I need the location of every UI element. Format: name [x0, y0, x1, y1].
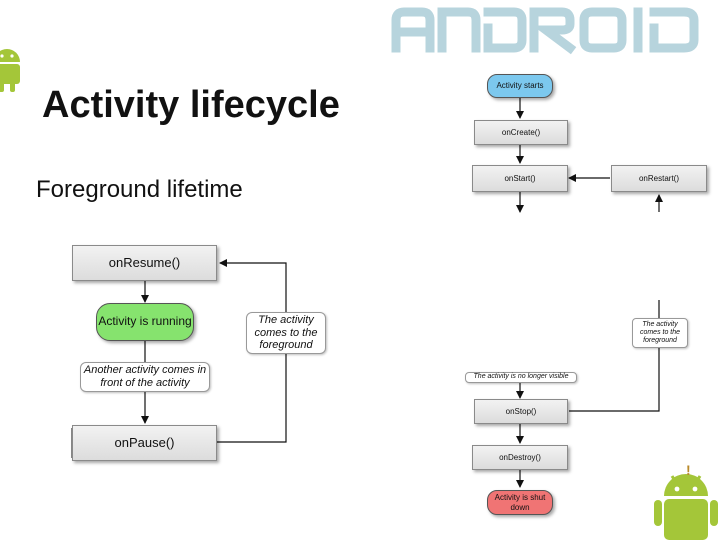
on-start-box: onStart() — [472, 165, 568, 192]
activity-running-box: Activity is running — [96, 303, 194, 341]
on-restart-box: onRestart() — [611, 165, 707, 192]
comes-to-foreground-note: The activity comes to the foreground — [246, 312, 326, 354]
on-resume-label: onResume() — [108, 254, 181, 270]
slide-subtitle: Foreground lifetime — [36, 176, 243, 203]
on-stop-label: onStop() — [505, 406, 537, 416]
side-comes-to-foreground-label: The activity comes to the foreground — [639, 320, 681, 345]
on-resume-box: onResume() — [72, 245, 217, 281]
no-longer-visible-note: The activity is no longer visible — [465, 372, 577, 383]
on-pause-label: onPause() — [114, 434, 175, 450]
android-robot-icon — [0, 49, 20, 92]
on-stop-box: onStop() — [474, 399, 568, 424]
side-comes-to-foreground-note: The activity comes to the foreground — [632, 318, 688, 348]
shut-down-box: Activity is shut down — [487, 490, 553, 515]
activity-starts-label: Activity starts — [496, 81, 544, 91]
on-create-box: onCreate() — [474, 120, 568, 145]
on-restart-label: onRestart() — [638, 173, 679, 183]
android-robot-icon — [654, 474, 718, 540]
on-destroy-label: onDestroy() — [499, 452, 541, 462]
activity-starts-box: Activity starts — [487, 74, 553, 98]
activity-running-label: Activity is running — [98, 314, 192, 329]
android-logo — [391, 7, 699, 55]
on-create-label: onCreate() — [501, 127, 541, 137]
another-activity-note: Another activity comes in front of the a… — [80, 362, 210, 392]
on-destroy-box: onDestroy() — [472, 445, 568, 470]
exclamation-icon: ! — [686, 462, 691, 478]
another-activity-label: Another activity comes in front of the a… — [83, 364, 207, 389]
on-pause-box: onPause() — [72, 425, 217, 461]
no-longer-visible-label: The activity is no longer visible — [473, 373, 569, 381]
comes-to-foreground-label: The activity comes to the foreground — [254, 314, 318, 352]
on-start-label: onStart() — [504, 173, 536, 183]
slide-title: Activity lifecycle — [42, 84, 340, 126]
shut-down-label: Activity is shut down — [494, 493, 546, 512]
